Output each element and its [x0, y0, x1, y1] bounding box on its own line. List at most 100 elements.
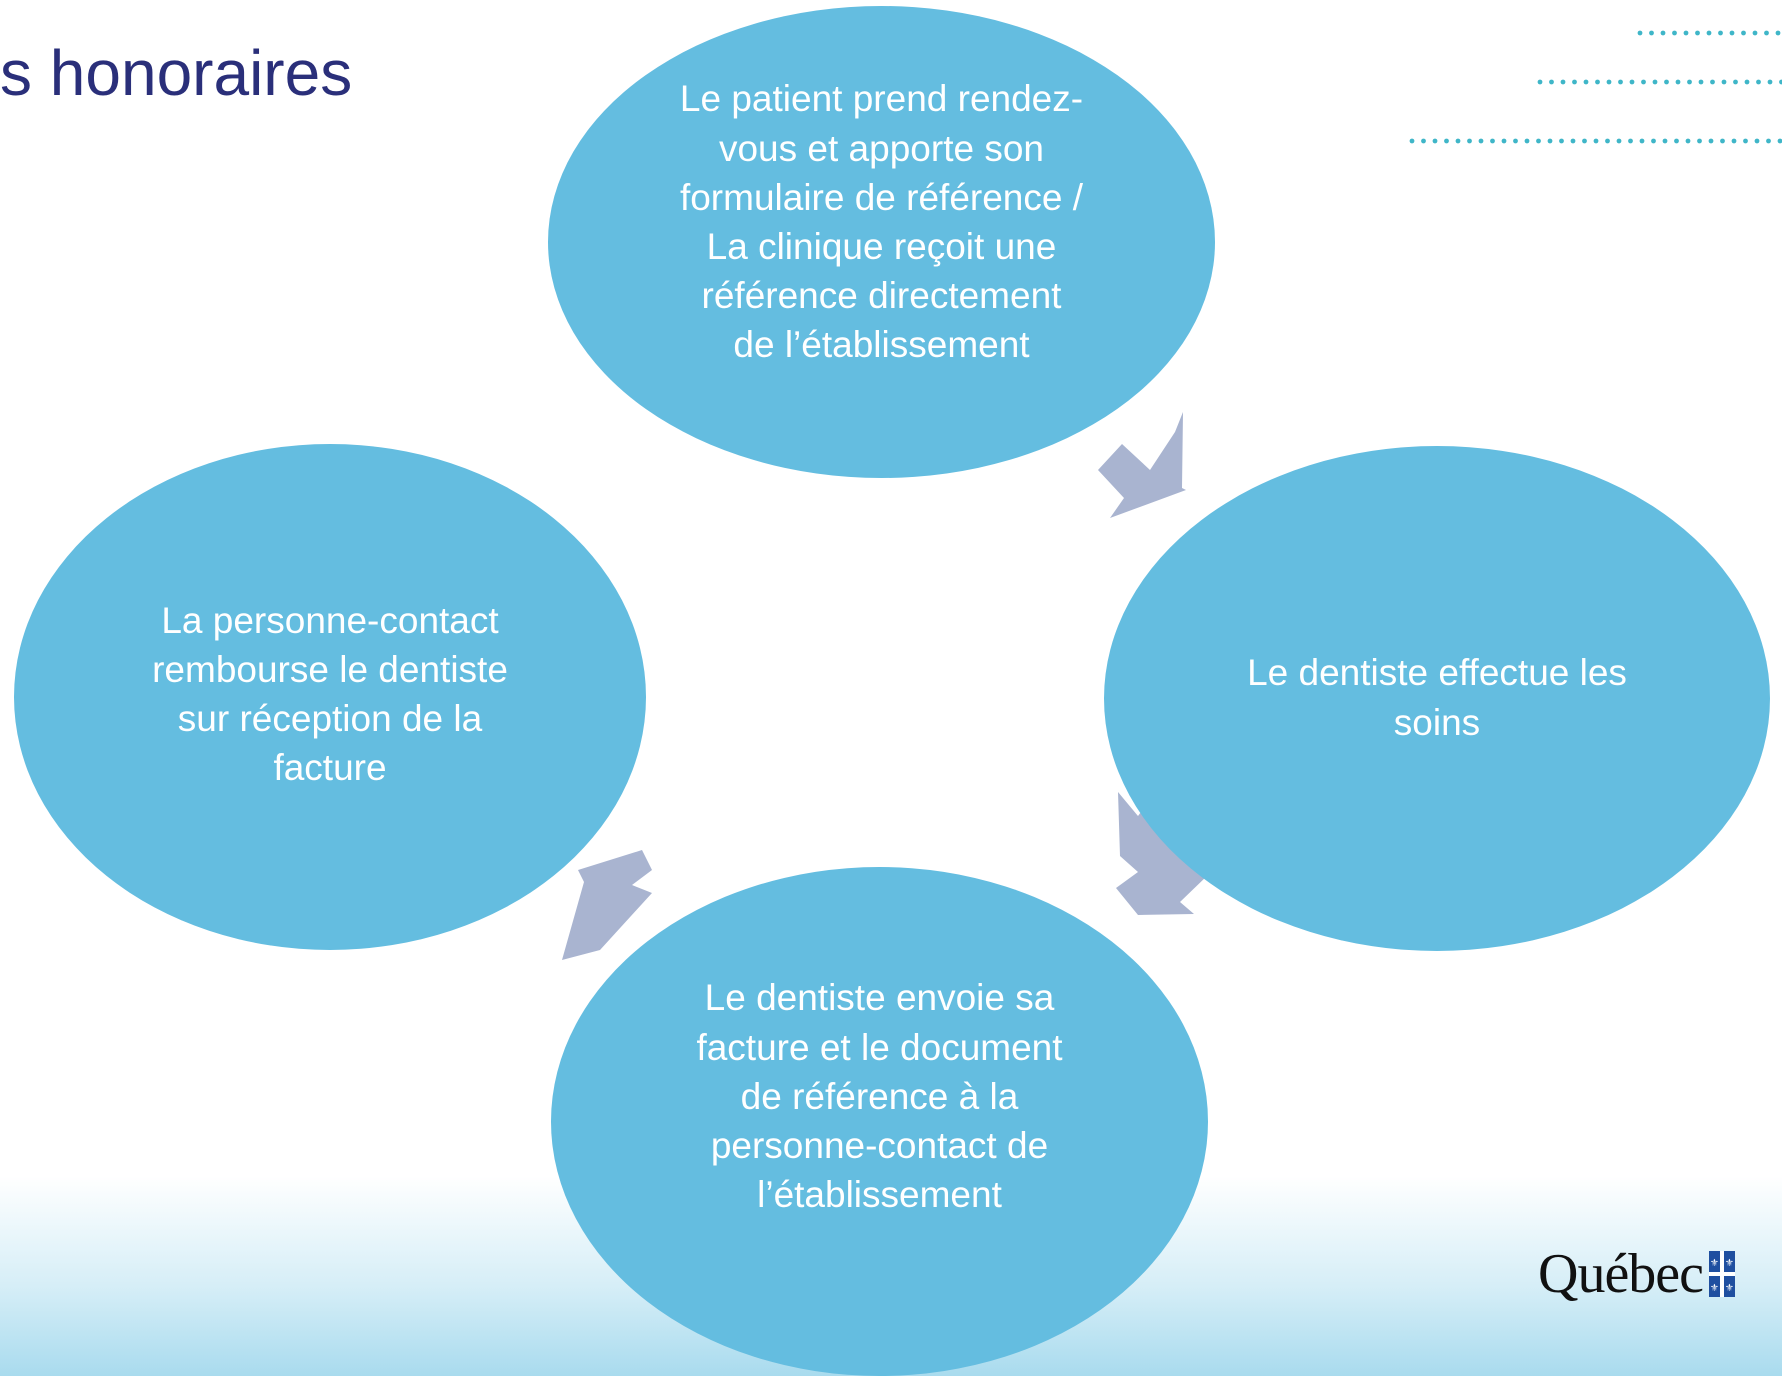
- decorative-dot: [1764, 30, 1769, 36]
- decorative-dot: [1478, 138, 1484, 144]
- quebec-flag-icon: ⚜ ⚜ ⚜ ⚜: [1709, 1251, 1736, 1297]
- decorative-dot: [1593, 138, 1599, 144]
- decorative-dot: [1628, 138, 1633, 144]
- cycle-step-2-line: Le dentiste effectue les: [1247, 652, 1627, 694]
- decorative-dot: [1616, 138, 1622, 144]
- decorative-dot: [1490, 138, 1495, 144]
- decorative-dot: [1536, 138, 1541, 144]
- decorative-dot: [1467, 138, 1472, 144]
- cycle-step-2-text: Le dentiste effectue les soins: [1247, 648, 1627, 746]
- decorative-dot: [1524, 138, 1530, 144]
- decorative-dot: [1685, 138, 1691, 144]
- quebec-logo: Québec ⚜ ⚜ ⚜ ⚜: [1538, 1242, 1736, 1306]
- decorative-dot: [1756, 79, 1761, 85]
- decorative-dot: [1549, 79, 1554, 85]
- decorative-dot: [1741, 30, 1746, 36]
- decorative-dot: [1605, 138, 1610, 144]
- decorative-dot: [1674, 138, 1679, 144]
- svg-text:⚜: ⚜: [1725, 1283, 1734, 1294]
- cycle-step-1-text: Le patient prend rendez-vous et apporte …: [680, 74, 1083, 369]
- decorative-dot: [1729, 30, 1735, 36]
- decorative-dot: [1766, 138, 1771, 144]
- decorative-dot: [1618, 79, 1623, 85]
- decorative-dot: [1698, 79, 1704, 85]
- decorative-dot: [1779, 79, 1782, 85]
- cycle-step-4-line: facture: [273, 747, 387, 789]
- decorative-dot: [1706, 30, 1712, 36]
- decorative-dot: [1721, 79, 1727, 85]
- decorative-dot: [1775, 30, 1781, 36]
- decorative-dot: [1777, 138, 1782, 144]
- decorative-dot: [1708, 138, 1714, 144]
- cycle-step-4-line: rembourse le dentiste: [152, 648, 508, 690]
- decorative-dot: [1662, 138, 1668, 144]
- decorative-dot: [1664, 79, 1669, 85]
- slide-title: s honoraires: [0, 37, 353, 109]
- svg-text:⚜: ⚜: [1710, 1258, 1719, 1269]
- decorative-dot: [1455, 138, 1461, 144]
- decorative-dot: [1697, 138, 1702, 144]
- decorative-dot: [1629, 79, 1635, 85]
- decorative-dot: [1683, 30, 1689, 36]
- decorative-dot: [1652, 79, 1658, 85]
- decorative-dot: [1583, 79, 1589, 85]
- cycle-step-1: Le patient prend rendez-vous et apporte …: [548, 6, 1215, 478]
- cycle-step-2-line: soins: [1393, 701, 1481, 743]
- arrow-step2-to-step3: [1116, 792, 1208, 915]
- cycle-step-3-line: facture et le document: [696, 1026, 1063, 1068]
- decorative-dot: [1743, 138, 1748, 144]
- decorative-dot: [1672, 30, 1677, 36]
- cycle-step-3-text: Le dentiste envoie sa facture et le docum…: [696, 973, 1062, 1219]
- cycle-step-4-line: sur réception de la: [177, 698, 483, 739]
- cycle-step-3-line: l’établissement: [757, 1174, 1002, 1216]
- cycle-step-3-line: personne-contact de: [710, 1125, 1049, 1167]
- decorative-dot: [1547, 138, 1553, 144]
- decorative-dot: [1733, 79, 1738, 85]
- decorative-dot: [1606, 79, 1612, 85]
- cycle-step-1-line: La clinique reçoit une: [706, 226, 1057, 267]
- decorative-dot: [1560, 79, 1566, 85]
- decorative-dot: [1754, 138, 1760, 144]
- cycle-step-3-line: de référence à la: [740, 1075, 1019, 1117]
- cycle-step-1-line: vous et apporte son: [718, 127, 1044, 169]
- decorative-dot: [1744, 79, 1750, 85]
- decorative-dot: [1570, 138, 1576, 144]
- cycle-step-1-line: Le patient prend rendez-: [679, 78, 1084, 120]
- decorative-dot: [1752, 30, 1758, 36]
- decorative-dot: [1660, 30, 1666, 36]
- decorative-dot: [1637, 30, 1643, 36]
- decorative-dot: [1710, 79, 1715, 85]
- cycle-step-1-line: référence directement: [701, 275, 1062, 317]
- cycle-step-3-line: Le dentiste envoie sa: [704, 977, 1055, 1019]
- decorative-dot: [1409, 138, 1415, 144]
- cycle-step-4-text: La personne-contact rembourse le dentiste…: [152, 596, 508, 793]
- decorative-dot: [1537, 79, 1543, 85]
- decorative-dot: [1720, 138, 1725, 144]
- decorative-dot: [1687, 79, 1692, 85]
- decorative-dot: [1641, 79, 1646, 85]
- decorative-dot: [1421, 138, 1426, 144]
- decorative-dot: [1649, 30, 1654, 36]
- quebec-wordmark: Québec: [1538, 1243, 1704, 1305]
- cycle-step-3: Le dentiste envoie sa facture et le docum…: [551, 867, 1208, 1376]
- decorative-dot: [1695, 30, 1700, 36]
- arrow-step1-to-step2: [1098, 412, 1186, 518]
- arrow-step3-to-step4: [562, 850, 652, 960]
- decorative-dot: [1675, 79, 1681, 85]
- decorative-dot: [1559, 138, 1564, 144]
- cycle-step-4-line: La personne-contact: [161, 599, 499, 641]
- svg-text:⚜: ⚜: [1710, 1283, 1719, 1294]
- cycle-step-4: La personne-contact rembourse le dentiste…: [14, 444, 646, 950]
- decorative-dot: [1501, 138, 1507, 144]
- decorative-dot: [1432, 138, 1438, 144]
- decorative-dot: [1639, 138, 1645, 144]
- cycle-step-1-line: formulaire de référence /: [679, 176, 1084, 218]
- decorative-dot: [1582, 138, 1587, 144]
- decorative-dot: [1444, 138, 1449, 144]
- dot-rows: [1409, 30, 1782, 144]
- decorative-dot: [1595, 79, 1600, 85]
- svg-text:⚜: ⚜: [1725, 1258, 1734, 1269]
- decorative-dot: [1718, 30, 1723, 36]
- cycle-step-2: Le dentiste effectue les soins: [1104, 446, 1770, 951]
